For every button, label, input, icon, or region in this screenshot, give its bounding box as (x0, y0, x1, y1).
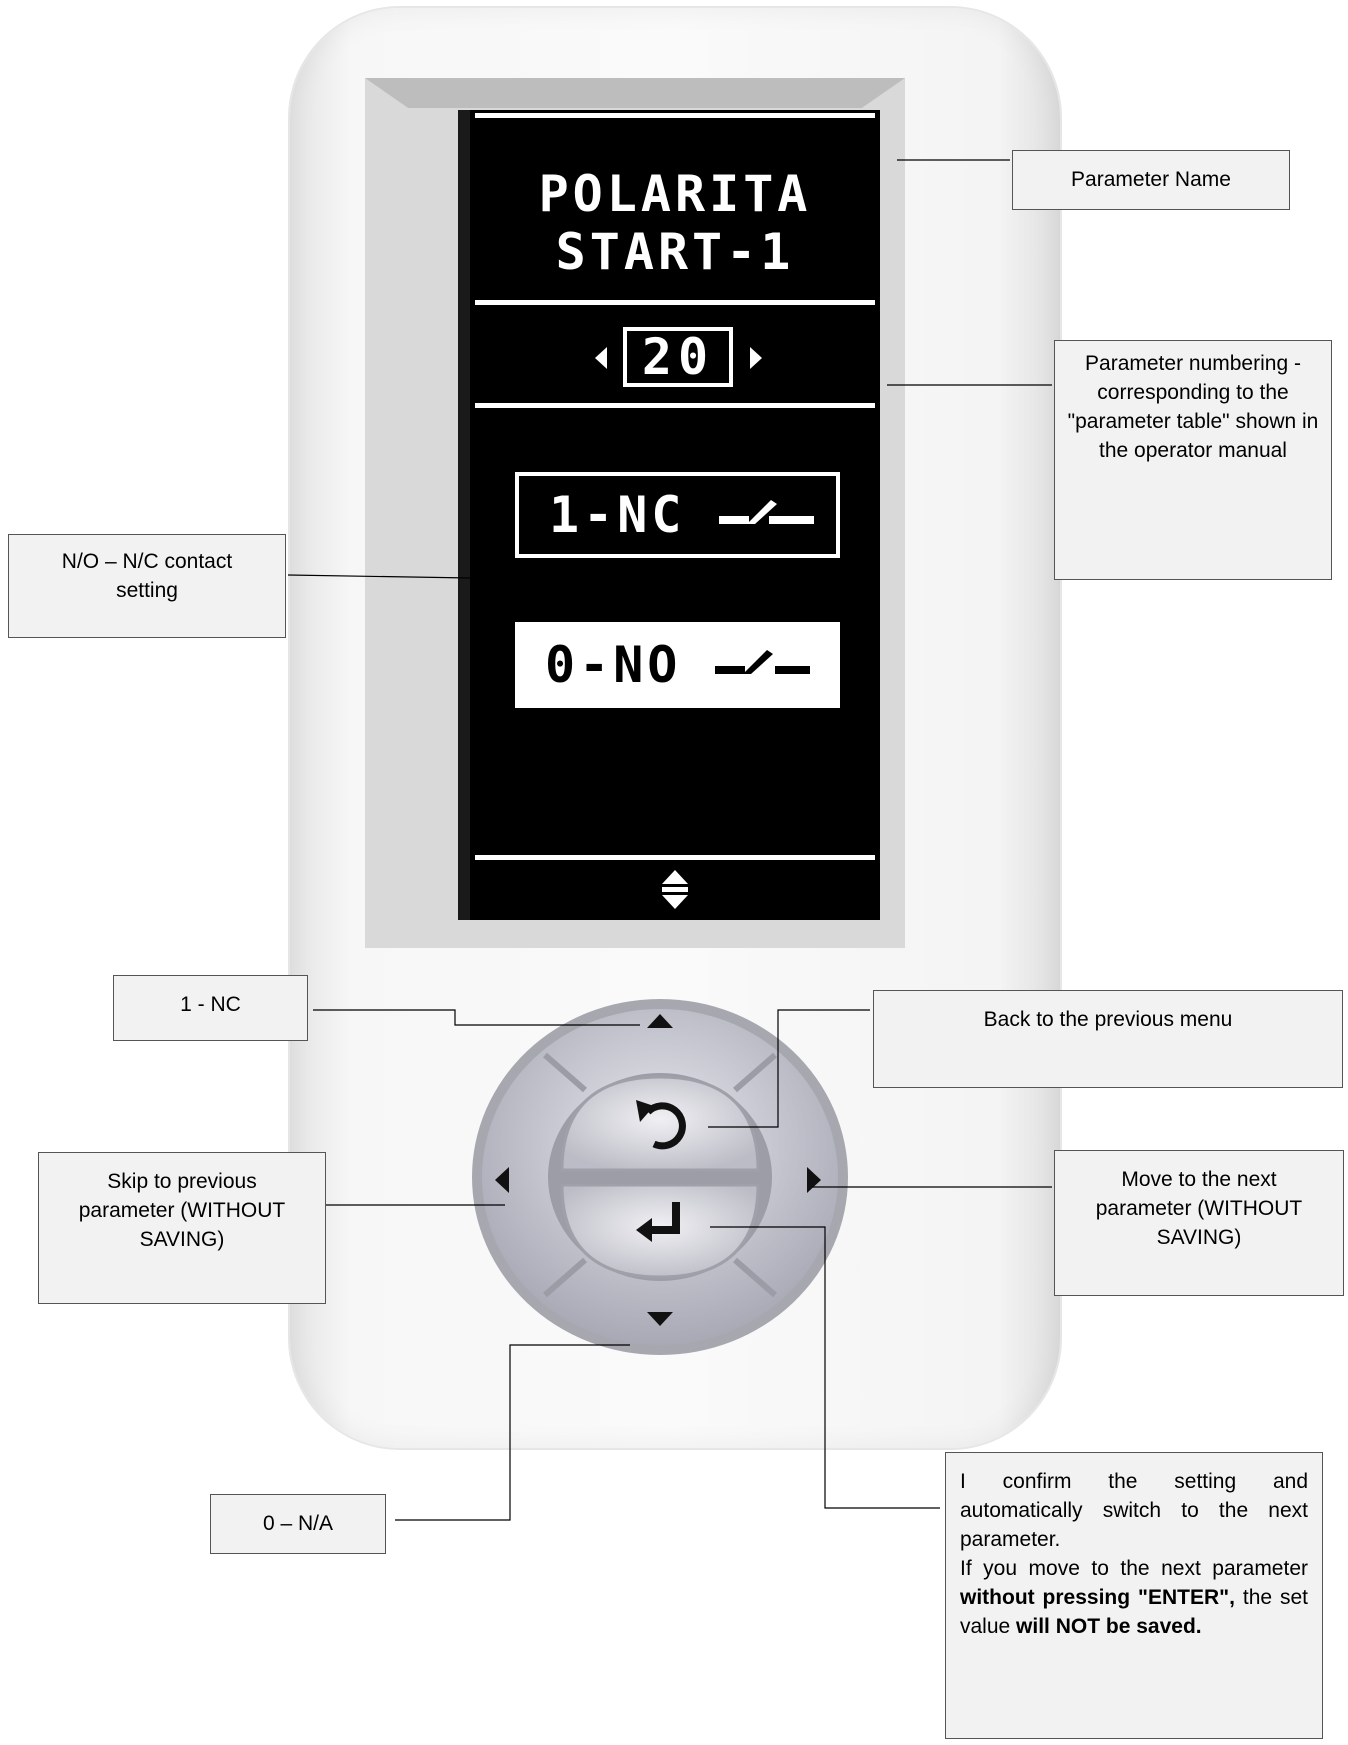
callout-contact-setting: N/O – N/C contact setting (8, 534, 286, 638)
callout-parameter-name: Parameter Name (1012, 150, 1290, 210)
callout-parameter-numbering-text: Parameter numbering - corresponding to t… (1068, 352, 1319, 462)
callout-enter-part2-b: without pressing "ENTER", (960, 1586, 1235, 1609)
callout-right-button-text: Move to the next parameter (WITHOUT SAVI… (1096, 1168, 1303, 1249)
callout-right-button: Move to the next parameter (WITHOUT SAVI… (1054, 1150, 1344, 1296)
callout-down-button: 0 – N/A (210, 1494, 386, 1554)
callout-left-button: Skip to previous parameter (WITHOUT SAVI… (38, 1152, 326, 1304)
callout-contact-setting-text: N/O – N/C contact setting (62, 550, 232, 602)
callout-enter-button: I confirm the setting and automatically … (945, 1452, 1323, 1739)
callout-down-button-text: 0 – N/A (263, 1512, 333, 1535)
callout-parameter-numbering: Parameter numbering - corresponding to t… (1054, 340, 1332, 580)
callout-back-button: Back to the previous menu (873, 990, 1343, 1088)
callout-up-button: 1 - NC (113, 975, 308, 1041)
callout-up-button-text: 1 - NC (180, 993, 241, 1016)
callout-parameter-name-text: Parameter Name (1071, 168, 1231, 191)
callout-left-button-text: Skip to previous parameter (WITHOUT SAVI… (79, 1170, 286, 1251)
callout-enter-part2: If you move to the next parameter withou… (960, 1554, 1308, 1641)
callout-enter-part2-d: will NOT be saved. (1016, 1615, 1202, 1638)
callout-enter-part1: I confirm the setting and automatically … (960, 1467, 1308, 1554)
callout-back-button-text: Back to the previous menu (984, 1008, 1233, 1031)
callout-enter-part2-a: If you move to the next parameter (960, 1557, 1308, 1580)
